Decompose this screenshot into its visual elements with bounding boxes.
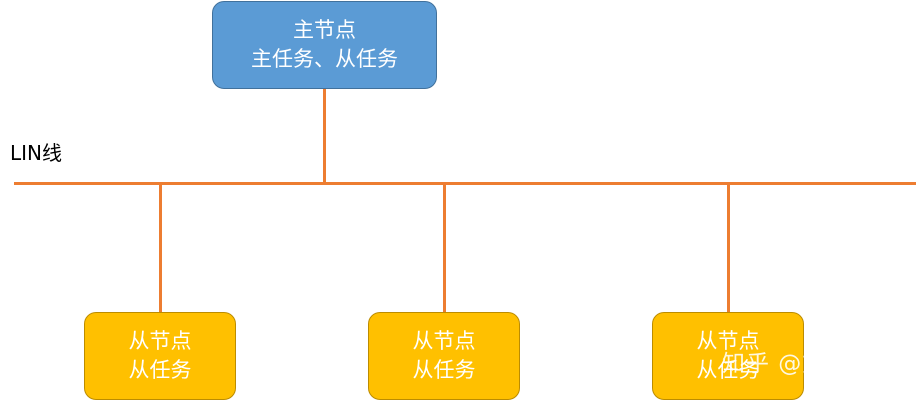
- slave-node-3: 从节点 从任务: [652, 312, 804, 400]
- master-node-tasks: 主任务、从任务: [251, 47, 398, 71]
- slave-node-2: 从节点 从任务: [368, 312, 520, 400]
- master-node-title: 主节点: [293, 18, 356, 42]
- lin-bus-line: [14, 182, 916, 185]
- slave-node-1: 从节点 从任务: [84, 312, 236, 400]
- slave-node-task: 从任务: [412, 358, 476, 382]
- watermark: 知乎 @文小新: [722, 351, 875, 377]
- slave-3-connector: [727, 183, 730, 313]
- slave-node-task: 从任务: [128, 358, 192, 382]
- slave-2-connector: [443, 183, 446, 313]
- slave-node-title: 从节点: [412, 329, 476, 353]
- bus-label: LIN线: [10, 141, 63, 165]
- slave-node-title: 从节点: [696, 329, 760, 353]
- slave-node-task: 从任务: [696, 358, 760, 382]
- slave-node-title: 从节点: [128, 329, 192, 353]
- slave-1-connector: [159, 183, 162, 313]
- master-connector: [323, 88, 326, 183]
- master-node: 主节点 主任务、从任务: [212, 1, 437, 89]
